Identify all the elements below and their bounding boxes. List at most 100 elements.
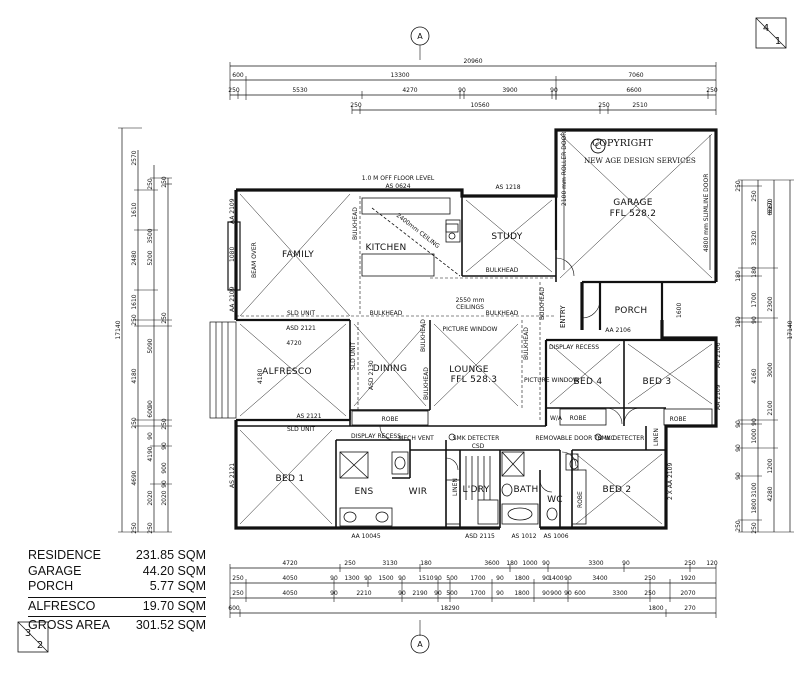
note-bulkhead-kitchen: BULKHEAD	[352, 207, 359, 240]
sheet-marker-top-num: 4	[763, 23, 769, 34]
dim-left-c1-4: 250	[131, 314, 138, 326]
note-aa2106: AA 2106	[715, 342, 722, 368]
note-as2121-bed1: AS 2121	[229, 463, 236, 488]
note-dim-4180: 4180	[257, 369, 264, 384]
room-label-study: STUDY	[491, 232, 522, 242]
dim-left-c1-8: 250	[131, 522, 138, 534]
note-robe-bed4: ROBE	[570, 415, 587, 422]
dim-bottom-row1-4: 3600	[484, 560, 499, 567]
dim-bottom-row3-16: 250	[644, 590, 656, 597]
dim-bottom-row4-0: 600	[228, 605, 240, 612]
note-aa10045: AA 10045	[351, 533, 381, 540]
dim-left-c2-0: 250	[147, 178, 154, 190]
note-aa2109-family: AA 2109	[229, 198, 236, 224]
dim-right-c2-2: 2300	[767, 296, 774, 311]
dim-bottom-row1-10: 250	[684, 560, 696, 567]
note-csd: CSD	[472, 443, 485, 450]
room-label-alfresco: ALFRESCO	[262, 367, 312, 377]
dim-left-c3-2: 250	[161, 418, 168, 430]
dim-right-c1-5: 4160	[751, 368, 758, 383]
dim-bottom-row1-7: 90	[542, 560, 550, 567]
note-as0624: AS 0624	[385, 183, 410, 190]
dim-top-r3-2: 4270	[402, 87, 417, 94]
dim-bottom-row2-8: 90	[434, 575, 442, 582]
dim-left-c2-2: 5200	[147, 250, 154, 265]
dim-bottom-row3-12: 900	[550, 590, 562, 597]
dim-left-c1-0: 2570	[131, 150, 138, 165]
room-label-wc: WC	[547, 495, 563, 505]
dim-bottom-row2-4: 90	[364, 575, 372, 582]
note-linen-hall: LINEN	[653, 428, 660, 446]
dim-bottom-row2-9: 500	[446, 575, 458, 582]
dim-top-r2-1: 13300	[390, 72, 409, 79]
dim-right-c1-4: 90	[751, 316, 758, 324]
note-removable-door: REMOVABLE DOOR TO WC	[535, 435, 614, 442]
room-label-porch: PORCH	[615, 306, 648, 316]
dim-left-c3-0: 250	[161, 176, 168, 188]
dim-bottom-row3-11: 90	[542, 590, 550, 597]
dim-bottom-row2-18: 1920	[680, 575, 695, 582]
note-bulkhead-study: BULKHEAD	[486, 267, 519, 274]
dim-top-r4-1: 10560	[470, 102, 489, 109]
dim-bottom-row2-6: 90	[398, 575, 406, 582]
sheet-marker-bottom-den: 2	[37, 640, 43, 651]
room-label-bed4: BED 4	[574, 377, 603, 387]
note-bulkhead-dining-top: BULKHEAD	[420, 319, 427, 352]
dim-bottom-row1-2: 3130	[382, 560, 397, 567]
sheet-marker-top-den: 1	[775, 36, 781, 47]
note-asd2115: ASD 2115	[465, 533, 495, 540]
dim-right-c1-9: 1800	[751, 498, 758, 513]
note-robe-bed3: ROBE	[670, 416, 687, 423]
room-label-bed2: BED 2	[603, 485, 632, 495]
dim-right-c3-6: 250	[735, 520, 742, 532]
note-bulkhead-dining: BULKHEAD	[423, 367, 430, 400]
room-label-ldry: L'DRY	[462, 485, 489, 495]
dim-bottom-row1-3: 180	[420, 560, 432, 567]
dim-left-c2-3: 5090	[147, 338, 154, 353]
dim-bottom-row3-0: 250	[232, 590, 244, 597]
copyright-symbol: C	[595, 142, 601, 152]
room-label-family: FAMILY	[282, 250, 314, 260]
note-aa2109-family-lower: AA 2109	[229, 286, 236, 312]
dim-right-c3-0: 250	[735, 180, 742, 192]
note-as1218: AS 1218	[495, 184, 520, 191]
dim-right-c1-8: 3100	[751, 482, 758, 497]
dim-right-c2-1: 6660	[767, 200, 774, 215]
dim-right-c2-4: 2100	[767, 400, 774, 415]
dim-left-c2-8: 2020	[147, 490, 154, 505]
dim-left-c2-7: 90	[147, 432, 154, 440]
dim-bottom-row3-9: 90	[496, 590, 504, 597]
room-label-entry: ENTRY	[559, 305, 567, 328]
note-bulkhead-right: BULKHEAD	[486, 310, 519, 317]
dim-right-total: 17140	[787, 320, 794, 339]
dim-bottom-row1-0: 4720	[282, 560, 297, 567]
dim-top-r2-2: 7060	[628, 72, 643, 79]
dim-right-c1-0: 250	[751, 190, 758, 202]
dim-top-total: 20960	[463, 58, 482, 65]
dim-left-total: 17140	[115, 320, 122, 339]
dim-bottom-row3-6: 90	[434, 590, 442, 597]
dim-left-c3-5: 2020	[161, 490, 168, 505]
dim-left-c3-1: 250	[161, 312, 168, 324]
dim-bottom-row3-17: 2070	[680, 590, 695, 597]
note-dim-4720: 4720	[286, 340, 301, 347]
dim-bottom-row3-7: 500	[446, 590, 458, 597]
note-bulkhead-mid: BULKHEAD	[370, 310, 403, 317]
dim-left-c2-6: 4190	[147, 446, 154, 461]
note-wa: W/A	[550, 415, 563, 422]
note-as1006: AS 1006	[543, 533, 568, 540]
room-label-lounge-ffl: FFL 528.3	[451, 375, 498, 385]
schedule-divider	[28, 596, 206, 598]
dim-right-c2-3: 3000	[767, 362, 774, 377]
dim-top-r2-0: 600	[232, 72, 244, 79]
dim-bottom-row2-7: 1510	[418, 575, 433, 582]
dim-bottom-row2-16: 3400	[592, 575, 607, 582]
copyright-company: NEW AGE DESIGN SERVICES	[584, 156, 696, 165]
dim-top-r3-5: 90	[550, 87, 558, 94]
dim-bottom-row2-10: 1700	[470, 575, 485, 582]
